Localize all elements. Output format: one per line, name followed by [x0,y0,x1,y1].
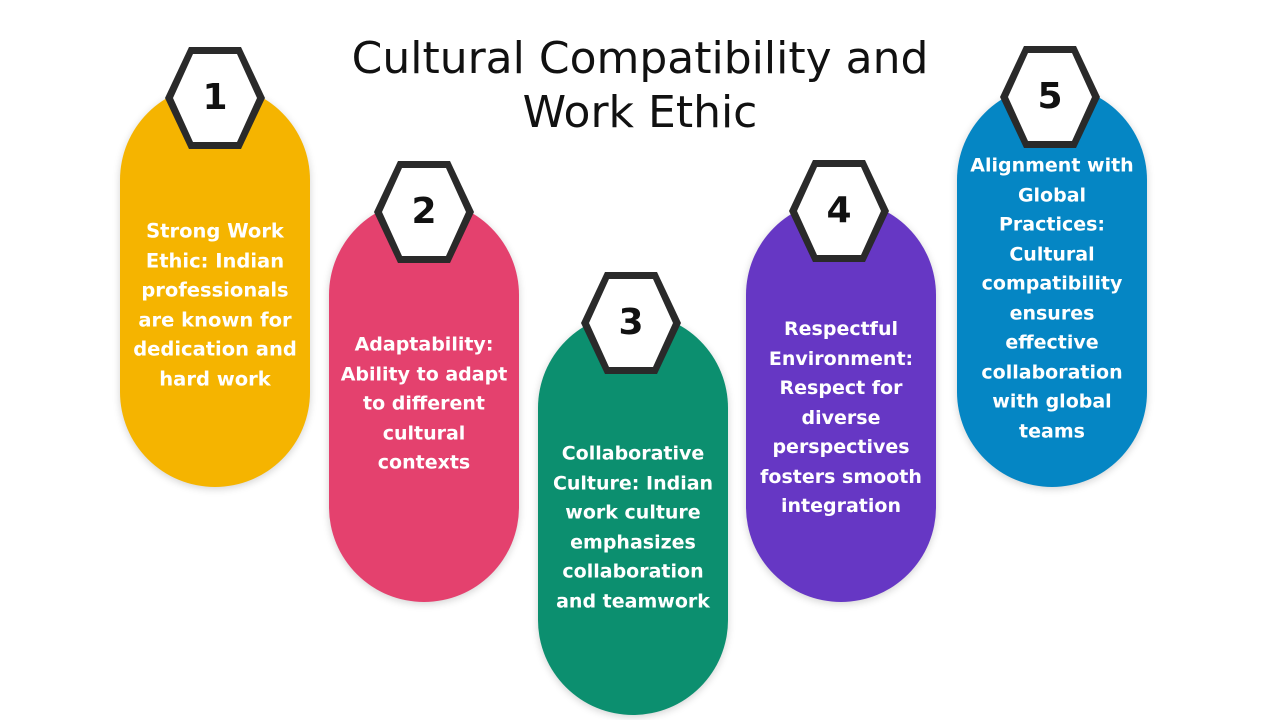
diagram-title: Cultural Compatibility and Work Ethic [351,33,929,138]
hexagon-icon [1000,46,1100,148]
step-1-pill: Strong Work Ethic: Indian professionals … [120,85,310,487]
step-2-badge: 2 [372,157,476,267]
step-2-number: 2 [411,191,437,232]
hexagon-icon [789,160,889,262]
step-3-badge: 3 [579,268,683,378]
hexagon-icon [374,161,474,263]
step-1-number: 1 [202,77,228,118]
step-2-text: Adaptability: Ability to adapt to differ… [340,333,508,474]
step-4-text: Respectful Environment: Respect for dive… [760,317,922,517]
step-1-badge: 1 [163,43,267,153]
step-4-badge: 4 [787,156,891,266]
step-5-number: 5 [1037,76,1063,117]
step-3-number: 3 [618,302,644,343]
step-4-pill: Respectful Environment: Respect for dive… [746,200,936,602]
step-2-pill: Adaptability: Ability to adapt to differ… [329,200,519,602]
step-5-pill: Alignment with Global Practices: Cultura… [957,85,1147,487]
step-4-number: 4 [826,190,852,231]
step-3-pill: Collaborative Culture: Indian work cultu… [538,313,728,715]
step-5-badge: 5 [998,42,1102,152]
hexagon-icon [581,272,681,374]
step-3-text: Collaborative Culture: Indian work cultu… [552,442,714,613]
hexagon-icon [165,47,265,149]
step-5-text: Alignment with Global Practices: Cultura… [970,154,1134,443]
step-1-text: Strong Work Ethic: Indian professionals … [133,219,297,391]
